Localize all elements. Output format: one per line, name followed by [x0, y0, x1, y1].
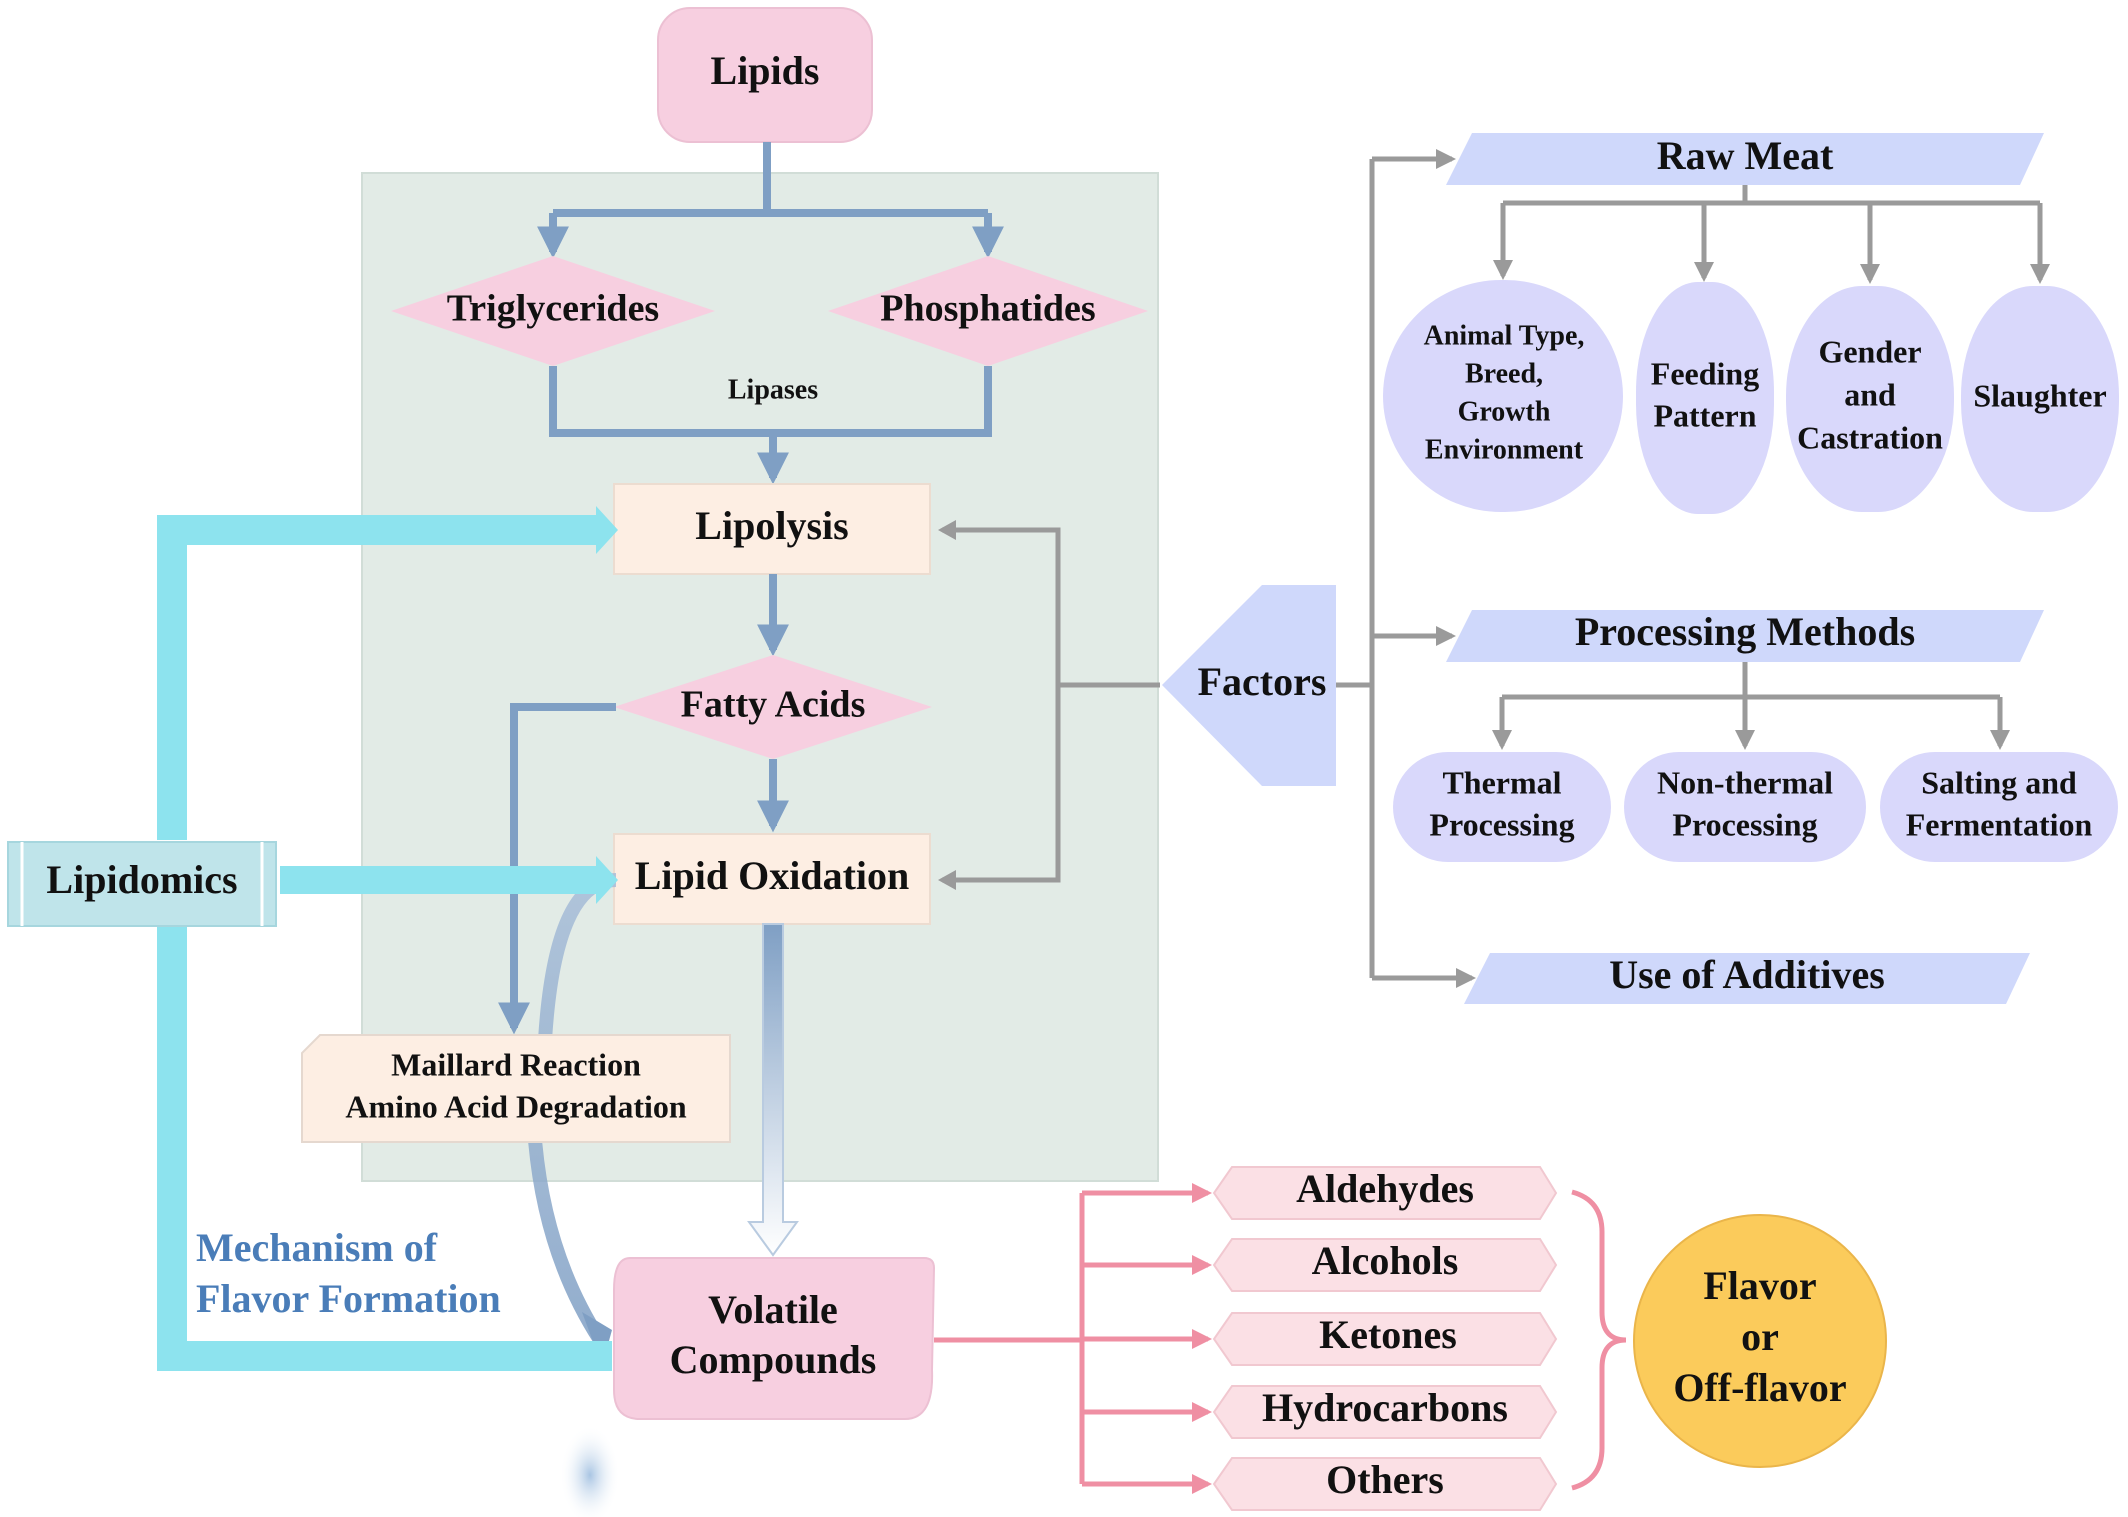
- processing-item-text: Processing: [1672, 806, 1817, 842]
- raw-meat-item-text: Environment: [1425, 434, 1584, 465]
- processing-branches: [1502, 662, 2000, 700]
- raw-meat-node: [1446, 133, 2044, 185]
- raw-meat-item-text: and: [1844, 376, 1896, 412]
- triglycerides-node: [391, 256, 715, 366]
- processing-item-text: Thermal: [1442, 764, 1561, 800]
- cyan-arrowhead-lipolysis: [596, 506, 618, 554]
- lipolysis-label: Lipolysis: [695, 503, 848, 548]
- gray-arrowhead-oxidation: [938, 870, 956, 890]
- triglycerides-label: Triglycerides: [447, 288, 659, 330]
- fatty-acids-label: Fatty Acids: [681, 684, 866, 726]
- processing-item-text: Processing: [1429, 806, 1574, 842]
- maillard-node: [301, 1034, 731, 1143]
- phosphatides-label: Phosphatides: [880, 288, 1095, 330]
- flavor-line2: or: [1741, 1314, 1779, 1359]
- arrow-lipids-split: [553, 142, 988, 217]
- gray-factors-to-lipolysis-oxidation: [942, 527, 1160, 883]
- raw-meat-item-text: Breed,: [1465, 358, 1543, 389]
- factors-node: [1162, 585, 1336, 786]
- volatile-node: [613, 1257, 936, 1420]
- cyan-arrowhead-oxidation: [596, 856, 618, 904]
- arrow-fatty-acids-to-maillard: [498, 703, 616, 1035]
- raw-meat-item: [1383, 280, 1623, 512]
- raw-meat-item-text: Pattern: [1653, 397, 1756, 433]
- fatty-acids-node: [614, 655, 932, 759]
- flavor-line1: Flavor: [1703, 1263, 1816, 1308]
- raw-meat-item-text: Slaughter: [1973, 377, 2106, 413]
- volatile-class: [1212, 1385, 1558, 1439]
- additives-label: Use of Additives: [1609, 952, 1885, 997]
- volatile-class: [1212, 1312, 1558, 1366]
- volatile-class-label: Others: [1326, 1457, 1444, 1502]
- raw-meat-item-text: Gender: [1818, 333, 1921, 369]
- processing-item: [1880, 752, 2118, 862]
- volatile-class-label: Ketones: [1319, 1312, 1457, 1357]
- raw-meat-item-text: Growth: [1458, 396, 1551, 427]
- glow-shape: [560, 1425, 620, 1517]
- volatile-class: [1212, 1166, 1558, 1220]
- processing-item-text: Salting and: [1921, 764, 2077, 800]
- mechanism-line2: Flavor Formation: [196, 1276, 501, 1321]
- raw-meat-item-text: Castration: [1797, 419, 1943, 455]
- raw-meat-item-text: Feeding: [1651, 355, 1759, 391]
- arrow-oxidation-to-volatile: [747, 923, 799, 1257]
- flavor-line3: Off-flavor: [1673, 1365, 1846, 1410]
- lipids-label: Lipids: [711, 48, 820, 93]
- maillard-line1: Maillard Reaction: [391, 1046, 641, 1082]
- processing-node: [1446, 610, 2044, 662]
- volatile-class-label: Alcohols: [1312, 1238, 1459, 1283]
- cyan-frame: [157, 515, 612, 1371]
- factors-label: Factors: [1198, 659, 1327, 704]
- volatile-line2: Compounds: [670, 1337, 877, 1382]
- raw-meat-item-text: Animal Type,: [1424, 320, 1585, 351]
- raw-meat-item: [1786, 286, 1954, 512]
- raw-meat-item: [1636, 282, 1774, 514]
- raw-meat-item: [1961, 286, 2119, 512]
- processing-item-text: Non-thermal: [1657, 764, 1833, 800]
- processing-item: [1393, 752, 1611, 862]
- processing-item: [1624, 752, 1866, 862]
- lipases-label: Lipases: [728, 374, 818, 405]
- brace-shape: [1571, 1189, 1627, 1491]
- lipidomics-node: [7, 841, 277, 927]
- red-trunk: [934, 1193, 1085, 1484]
- processing-label: Processing Methods: [1575, 609, 1915, 654]
- cyan-bar-oxidation: [280, 866, 598, 894]
- raw-meat-branches: [1503, 185, 2040, 206]
- processing-item-text: Fermentation: [1906, 806, 2093, 842]
- phosphatides-node: [828, 256, 1148, 366]
- additives-node: [1464, 953, 2030, 1004]
- lipid-oxidation-label: Lipid Oxidation: [635, 853, 910, 898]
- gray-factors-trunk: [1336, 159, 1375, 978]
- volatile-class: [1212, 1238, 1558, 1292]
- gray-arrowhead-lipolysis: [938, 520, 956, 540]
- volatile-line1: Volatile: [708, 1287, 838, 1332]
- flavor-node: [1633, 1214, 1887, 1468]
- volatile-class-label: Hydrocarbons: [1262, 1385, 1508, 1430]
- volatile-class-label: Aldehydes: [1296, 1166, 1474, 1211]
- raw-meat-label: Raw Meat: [1657, 133, 1834, 178]
- maillard-line2: Amino Acid Degradation: [345, 1088, 687, 1124]
- mechanism-line1: Mechanism of: [196, 1225, 438, 1270]
- lipidomics-label: Lipidomics: [46, 857, 237, 902]
- volatile-class: [1212, 1457, 1558, 1511]
- lipolysis-node: [613, 483, 931, 575]
